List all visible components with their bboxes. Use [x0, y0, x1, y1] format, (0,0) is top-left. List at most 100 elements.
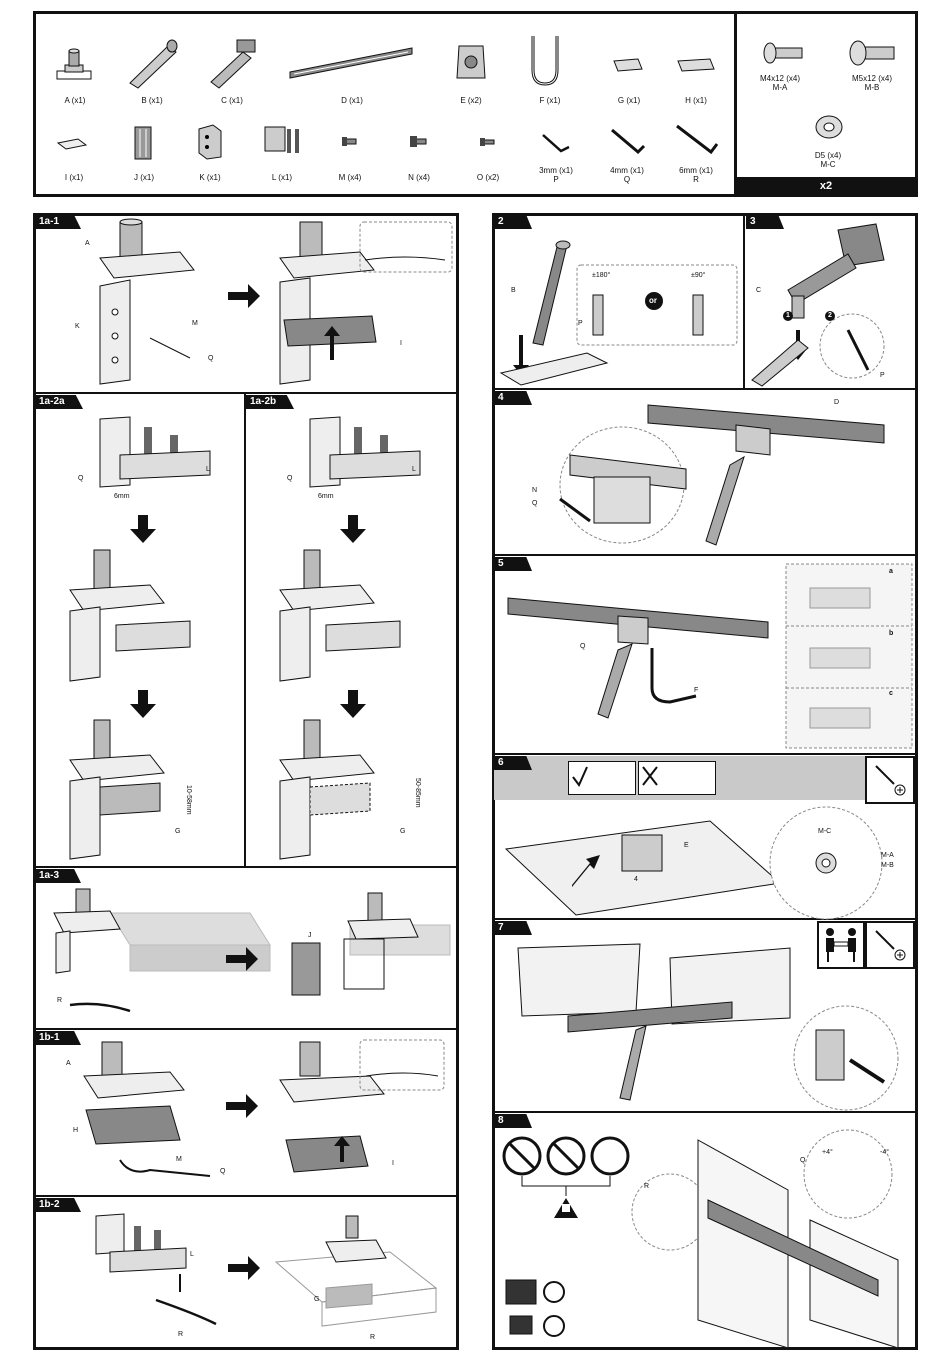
parts-list-box: [33, 11, 918, 197]
part-r-label: 6mm (x1) R: [679, 166, 713, 184]
two-person-icon: [826, 928, 856, 962]
callout-d: D: [834, 399, 840, 406]
step-1a2b-diagram: [279, 416, 421, 860]
part-e-label: E (x2): [460, 96, 482, 105]
step-1a1-diagram: [99, 218, 453, 385]
step-6-tab: 6: [494, 756, 532, 770]
step-4-tab: 4: [494, 391, 532, 405]
part-n-label: N (x4): [408, 173, 430, 182]
hardware-mb-code: M-B: [864, 83, 880, 92]
step-1a-2b-tab: 1a-2b: [246, 395, 294, 409]
callout-h: H: [73, 1127, 79, 1134]
part-l-icon: [264, 126, 299, 153]
part-j-icon: [134, 126, 152, 160]
callout-e: E: [684, 842, 689, 849]
callout-q-step5: Q: [580, 643, 586, 650]
divider-step5: [492, 753, 918, 755]
part-c-icon: [210, 39, 256, 89]
callout-i-1b1: I: [392, 1160, 394, 1167]
hardware-ma-code: M-A: [772, 83, 788, 92]
callout-range-1a2a: 10-58mm: [185, 785, 192, 815]
part-e-icon: [456, 45, 486, 79]
callout-l-1a2a: L: [206, 466, 210, 473]
callout-2: 2: [828, 312, 832, 319]
callout-6mm-1a2a: 6mm: [114, 493, 130, 500]
callout-rot180: ±180°: [592, 272, 611, 279]
part-r-icon: [676, 124, 719, 155]
step-1b1-diagram: [83, 1039, 445, 1177]
step-1a2a-diagram: [69, 416, 211, 860]
part-d-icon: [289, 47, 413, 79]
divider-step4: [492, 554, 918, 556]
callout-minus4: -4°: [880, 1149, 890, 1156]
callout-q-1b1: Q: [220, 1168, 226, 1175]
part-o-label: O (x2): [476, 173, 500, 182]
step-4-diagram: [559, 404, 885, 546]
divider-2-3-vertical: [743, 213, 745, 389]
hardware-mb-label: M5x12 (x4): [851, 74, 893, 83]
part-n-icon: [410, 136, 427, 147]
washer-mc-icon: [815, 115, 843, 139]
part-c-label: C (x1): [221, 96, 243, 105]
callout-mb: M-B: [881, 862, 894, 869]
correct-mount-box: [568, 761, 636, 795]
part-m-label: M (x4): [338, 173, 362, 182]
hardware-ma-label: M4x12 (x4): [759, 74, 801, 83]
step-2-tab: 2: [494, 215, 532, 229]
callout-q-1a1: Q: [208, 355, 214, 362]
part-p-label: 3mm (x1) P: [539, 166, 573, 184]
step-3-tab: 3: [746, 215, 784, 229]
step-5-tab: 5: [494, 557, 532, 571]
callout-q-1a2a: Q: [78, 475, 84, 482]
divider-1b1: [33, 1195, 459, 1197]
step-1b2-diagram: [95, 1213, 438, 1327]
callout-6mm-1a2b: 6mm: [318, 493, 334, 500]
callout-m-1b1: M: [176, 1156, 182, 1163]
part-a-icon: [56, 48, 92, 80]
divider-step3: [492, 388, 918, 390]
part-o-icon: [480, 138, 495, 146]
callout-r-1a3: R: [57, 997, 63, 1004]
callout-n: N: [532, 487, 538, 494]
step-1a-3-tab: 1a-3: [35, 869, 81, 883]
screwdriver-icon-7: [875, 930, 906, 961]
hardware-mc-code: M-C: [820, 160, 836, 169]
divider-1a2-vertical: [244, 392, 246, 867]
part-f-label: F (x1): [539, 96, 561, 105]
callout-a-1b1: A: [66, 1060, 71, 1067]
callout-b-option: b: [889, 630, 894, 637]
step-1a-2a-tab: 1a-2a: [35, 395, 83, 409]
callout-1: 1: [786, 312, 790, 319]
callout-k: K: [75, 323, 80, 330]
step-5-diagram: [507, 563, 913, 749]
part-d-label: D (x1): [341, 96, 363, 105]
step-8-tab: 8: [494, 1114, 532, 1128]
step-1b-2-tab: 1b-2: [35, 1198, 81, 1212]
part-i-icon: [56, 138, 88, 150]
callout-g-1b2: G: [314, 1296, 320, 1303]
callout-b: B: [511, 287, 516, 294]
step-1a-1-tab: 1a-1: [35, 215, 81, 229]
part-l-label: L (x1): [271, 173, 293, 182]
callout-g-1a2a: G: [175, 828, 181, 835]
callout-c-option: c: [889, 690, 893, 697]
callout-a-1a1: A: [85, 240, 90, 247]
part-h-label: H (x1): [685, 96, 707, 105]
cross-icon: [642, 766, 658, 786]
step-3-diagram: [751, 223, 885, 387]
callout-l-1a2b: L: [412, 466, 416, 473]
part-g-icon: [613, 58, 643, 72]
callout-q-step4: Q: [532, 500, 538, 507]
hardware-mc-label: D5 (x4): [814, 151, 842, 160]
part-f-icon: [531, 36, 559, 86]
callout-p-step3: P: [880, 372, 885, 379]
callout-range-1a2b: 50-85mm: [414, 778, 421, 808]
callout-q-1a2b: Q: [287, 475, 293, 482]
part-g-label: G (x1): [617, 96, 641, 105]
part-b-label: B (x1): [141, 96, 163, 105]
callout-g-1a2b: G: [400, 828, 406, 835]
callout-a-option: a: [889, 568, 893, 575]
part-b-icon: [129, 39, 178, 89]
callout-rot90: ±90°: [691, 272, 706, 279]
divider-step7: [492, 1111, 918, 1113]
